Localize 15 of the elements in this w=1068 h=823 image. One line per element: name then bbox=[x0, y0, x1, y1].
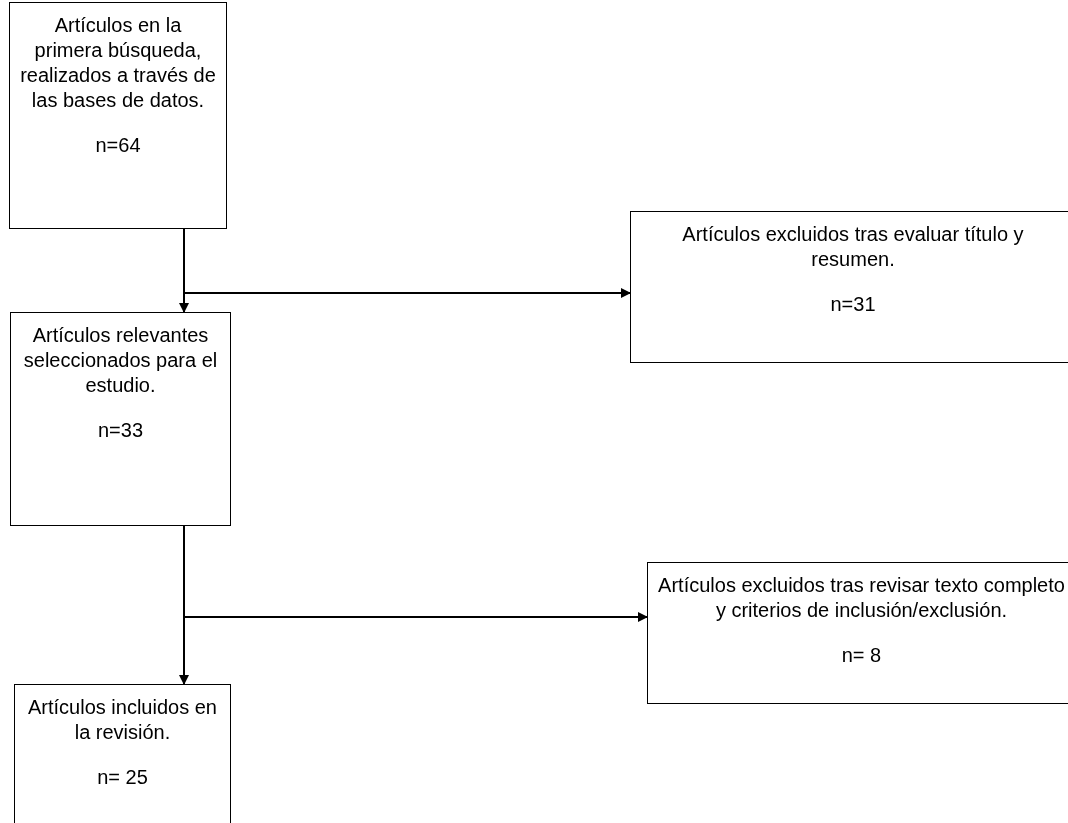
box-text: Artículos excluidos tras evaluar título y resumen. bbox=[681, 222, 1025, 272]
box-text: Artículos incluidos en la revisión. bbox=[27, 695, 218, 745]
box-text: n=31 bbox=[830, 292, 876, 317]
box-text: Artículos en la primera búsqueda, realizados a través de las bases de datos. bbox=[19, 13, 217, 113]
box-text: n= 25 bbox=[97, 765, 148, 790]
box-text: n=64 bbox=[95, 133, 141, 158]
process-box bbox=[10, 312, 231, 526]
box-text: n= 8 bbox=[841, 643, 882, 668]
process-box bbox=[630, 211, 1068, 363]
process-box bbox=[647, 562, 1068, 704]
box-text: Artículos excluidos tras revisar texto completo y criterios de inclusión/exclusión. bbox=[657, 573, 1066, 623]
process-box bbox=[14, 684, 231, 823]
box-text: n=33 bbox=[97, 418, 144, 443]
process-box bbox=[9, 2, 227, 229]
box-text: Artículos relevantes seleccionados para el estudio. bbox=[22, 323, 219, 398]
